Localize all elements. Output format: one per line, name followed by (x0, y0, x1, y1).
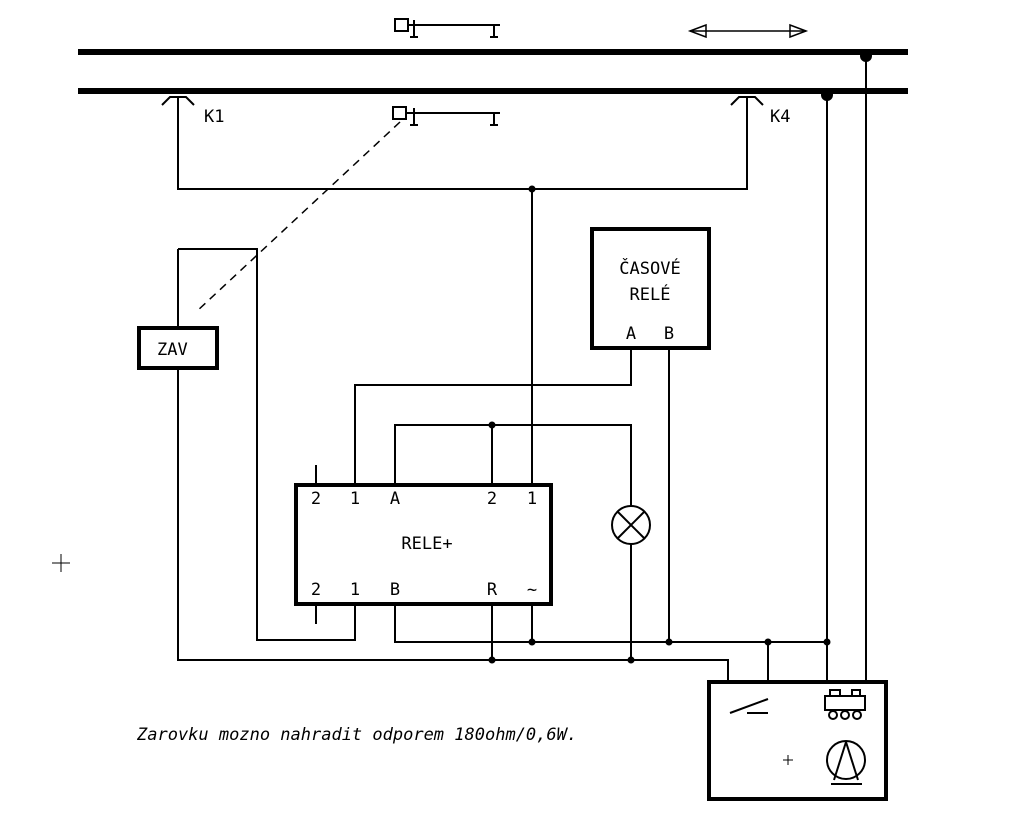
relay-title: RELE+ (401, 534, 452, 554)
relay-terminal-bot-r: R (487, 580, 498, 600)
relay-terminal-top-1: 1 (350, 489, 360, 509)
small-plus-marker-icon (783, 755, 793, 765)
direction-arrow-icon (687, 23, 809, 39)
magnet-on-car-icon (392, 106, 500, 126)
timer-relay-box (590, 227, 711, 350)
timer-title-line2: RELÉ (630, 283, 671, 305)
vehicle-on-rail-icon (394, 18, 500, 38)
timer-terminal-a: A (626, 324, 636, 344)
transformer-controller-icon (826, 740, 866, 785)
relay-terminal-top-a: A (390, 489, 400, 509)
k1-label: K1 (204, 107, 224, 127)
mechanical-link-dashed (195, 121, 401, 313)
locomotive-icon (824, 689, 866, 720)
relay-terminal-top-2b: 2 (487, 489, 497, 509)
relay-terminal-bot-1: 1 (350, 580, 360, 600)
timer-terminal-b: B (664, 324, 674, 344)
timer-title-line1: ČASOVÉ (619, 257, 680, 279)
power-box (707, 680, 888, 801)
zav-label: ZAV (157, 340, 188, 360)
relay-terminal-bot-ac: ~ (527, 580, 537, 600)
junction-dots (488, 50, 872, 664)
switch-icon (729, 698, 769, 714)
relay-terminal-top-1b: 1 (527, 489, 537, 509)
zav-box (137, 326, 219, 370)
wires (177, 52, 867, 682)
note-text: Zarovku mozno nahradit odporem 180ohm/0,… (136, 725, 577, 745)
relay-box (294, 483, 553, 606)
relay-terminal-bot-2: 2 (311, 580, 321, 600)
crosshair-marker-icon (52, 554, 70, 572)
relay-terminal-top-2: 2 (311, 489, 321, 509)
k4-label: K4 (770, 107, 790, 127)
rails (78, 49, 908, 94)
lamp-icon (611, 505, 651, 545)
relay-terminal-bot-b: B (390, 580, 400, 600)
